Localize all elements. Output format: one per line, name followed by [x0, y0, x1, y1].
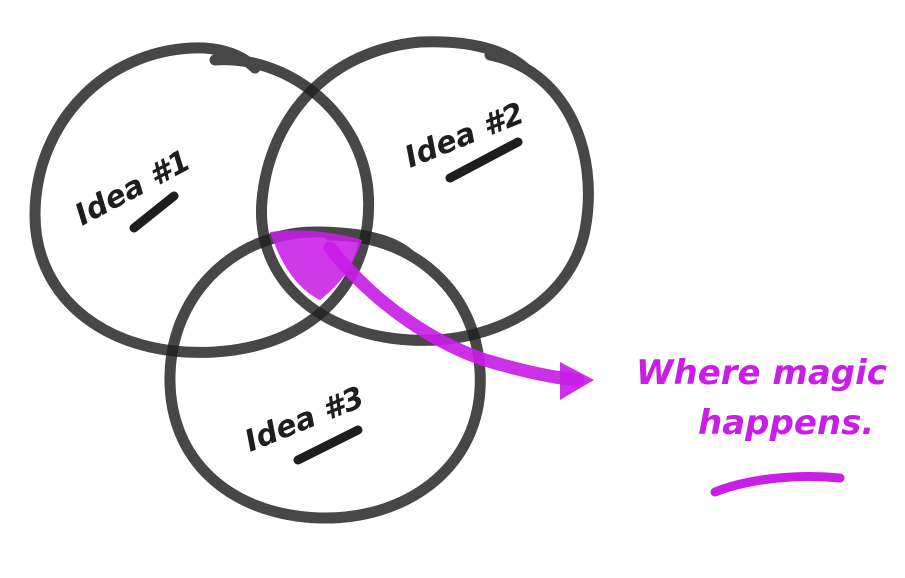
label-idea-3: Idea #3: [240, 380, 369, 459]
underline-idea-3: [293, 425, 363, 465]
intersection-highlight: [270, 230, 362, 300]
annotation-line-1: Where magic: [636, 353, 887, 393]
label-idea-1: Idea #1: [69, 143, 196, 233]
label-idea-2: Idea #2: [400, 96, 529, 175]
annotation-underline: [710, 472, 845, 497]
set-circle-idea-1: [29, 42, 375, 358]
underline-idea-1: [129, 191, 179, 233]
annotation-line-2: happens.: [698, 403, 874, 443]
annotation-text: Where magic happens.: [636, 353, 899, 443]
annotation-arrow: [323, 241, 585, 387]
set-circle-idea-2: [256, 36, 594, 346]
underline-idea-2: [445, 137, 523, 183]
annotation-arrowhead: [560, 362, 594, 400]
